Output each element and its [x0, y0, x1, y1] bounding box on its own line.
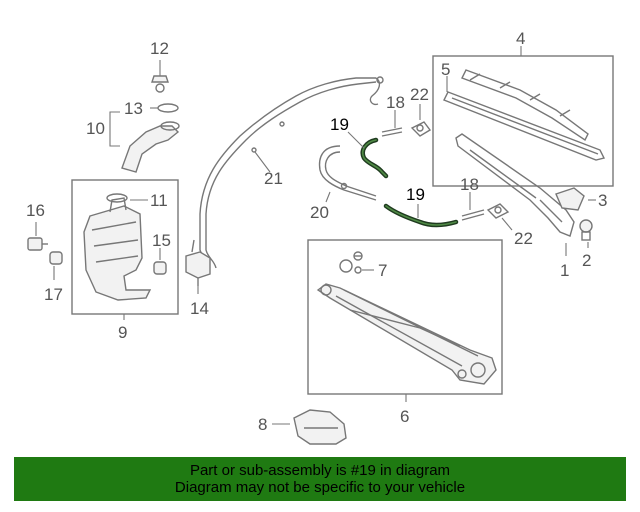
wiper-arm[interactable] — [455, 133, 575, 237]
callout-4: 4 — [516, 29, 525, 48]
highlighted-hose-19-lower[interactable] — [383, 203, 459, 228]
callout-2: 2 — [582, 251, 591, 270]
reservoir-seal[interactable] — [106, 193, 128, 203]
callout-16: 16 — [26, 201, 45, 220]
wiper-blade[interactable] — [443, 69, 606, 161]
callout-18-upper: 18 — [386, 93, 405, 112]
callout-20: 20 — [310, 203, 329, 222]
wiper-blade-box — [432, 55, 614, 187]
callout-7: 7 — [378, 261, 387, 280]
callout-19-upper: 19 — [330, 115, 349, 134]
reservoir-grommet[interactable] — [153, 261, 167, 275]
sensor-grommet[interactable] — [49, 251, 63, 265]
washer-pump[interactable] — [185, 239, 211, 286]
clip-22-lower[interactable] — [486, 203, 510, 219]
left-parts-group: 16 17 — [26, 201, 63, 304]
callout-19-lower: 19 — [406, 185, 425, 204]
callout-1: 1 — [560, 261, 569, 280]
nozzle-connector-18-lower[interactable] — [461, 209, 485, 221]
filler-cap[interactable] — [151, 75, 169, 93]
wiper-arm-group: 3 1 2 — [455, 133, 607, 280]
level-sensor[interactable] — [27, 237, 48, 251]
washer-reservoir[interactable] — [83, 197, 152, 301]
callout-11: 11 — [150, 191, 168, 210]
callout-5: 5 — [441, 60, 450, 79]
wiper-motor[interactable] — [293, 409, 347, 445]
banner-line-1: Part or sub-assembly is #19 in diagram — [189, 462, 451, 479]
callout-22-upper: 22 — [410, 85, 429, 104]
pivot-bolt[interactable] — [339, 251, 363, 274]
reservoir-box — [71, 179, 179, 315]
wiper-arm-nut[interactable] — [579, 219, 593, 241]
filler-neck-group: 12 13 10 — [86, 39, 180, 173]
callout-14: 14 — [190, 299, 209, 318]
callout-13: 13 — [124, 99, 143, 118]
clip-22-upper[interactable] — [410, 121, 432, 137]
banner-line-2: Diagram may not be specific to your vehi… — [174, 479, 466, 496]
washer-hose-20[interactable] — [318, 145, 377, 201]
wiper-blade-group: 4 5 — [432, 29, 614, 187]
callout-12: 12 — [150, 39, 169, 58]
callout-21: 21 — [264, 169, 283, 188]
linkage-box — [307, 239, 503, 395]
nozzle-connector-18-upper[interactable] — [381, 127, 403, 137]
callout-15: 15 — [152, 231, 171, 250]
callout-10: 10 — [86, 119, 105, 138]
callout-8: 8 — [258, 415, 267, 434]
reservoir-group: 11 15 9 — [71, 179, 179, 342]
filler-neck[interactable] — [121, 121, 180, 173]
info-banner: Part or sub-assembly is #19 in diagram D… — [14, 457, 626, 501]
wiper-linkage[interactable] — [316, 283, 497, 385]
linkage-group: 7 6 — [307, 239, 503, 426]
callout-6: 6 — [400, 407, 409, 426]
wiper-arm-cap[interactable] — [555, 187, 585, 211]
callout-18-lower: 18 — [460, 175, 479, 194]
highlighted-hose-19-upper[interactable] — [360, 137, 389, 179]
filler-seal[interactable] — [157, 103, 179, 113]
callout-22-lower: 22 — [514, 229, 533, 248]
callout-9: 9 — [118, 323, 127, 342]
callout-3: 3 — [598, 191, 607, 210]
callout-17: 17 — [44, 285, 63, 304]
